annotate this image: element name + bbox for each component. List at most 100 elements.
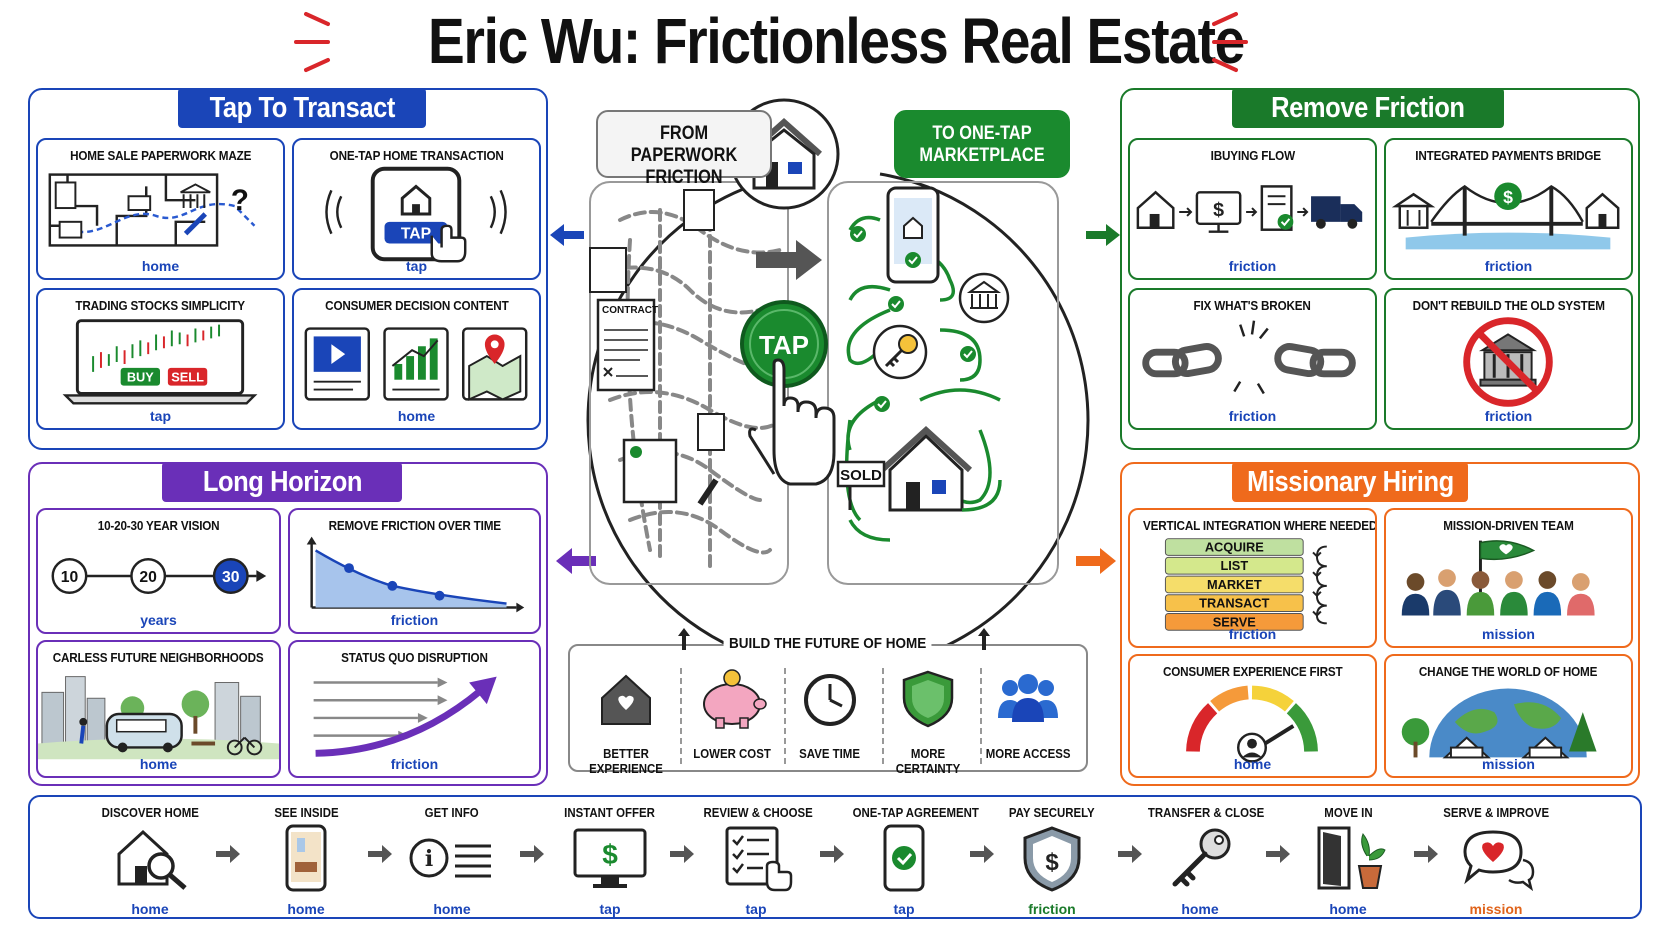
card-friction-over-time: REMOVE FRICTION OVER TIME friction	[288, 508, 541, 634]
svg-text:LIST: LIST	[1220, 558, 1248, 573]
card-status-quo: STATUS QUO DISRUPTION friction	[288, 640, 541, 778]
page-title: Eric Wu: Frictionless Real Estate	[428, 5, 1245, 77]
declining-curve-icon	[306, 536, 525, 613]
to-marketplace-label: TO ONE-TAP MARKETPLACE	[894, 110, 1070, 178]
card-change-world: CHANGE THE WORLD OF HOME mission	[1384, 654, 1633, 778]
people-icon	[998, 674, 1058, 722]
phone-check-icon	[883, 824, 925, 892]
shield-dollar-icon: $	[1023, 826, 1081, 892]
svg-text:30: 30	[222, 569, 240, 586]
payments-bridge-icon: $	[1391, 182, 1620, 250]
section-remove-friction: Remove Friction IBUYING FLOW $ friction …	[1120, 88, 1640, 450]
benefit-more-certainty: MORE CERTAINTY	[878, 668, 978, 776]
ibuying-flow-icon: $	[1136, 185, 1363, 233]
no-old-bank-icon	[1463, 317, 1553, 407]
svg-text:SELL: SELL	[171, 370, 204, 385]
paperwork-maze-icon: ?	[48, 173, 256, 247]
left-burst-icon	[294, 12, 330, 72]
journey-arrow-icon	[1414, 845, 1438, 863]
card-payments-bridge: INTEGRATED PAYMENTS BRIDGE $ friction	[1384, 138, 1633, 280]
journey-arrow-icon	[216, 845, 240, 863]
svg-text:BUY: BUY	[127, 370, 154, 385]
stock-laptop-icon: BUY SELL	[62, 319, 258, 405]
journey-strip: DISCOVER HOME home SEE INSIDE home GET I…	[28, 795, 1642, 919]
benefit-save-time: SAVE TIME	[780, 668, 880, 768]
svg-text:i: i	[425, 846, 433, 872]
arrow-to-tap-icon	[550, 224, 584, 246]
section-title: Tap To Transact	[178, 88, 426, 128]
from-paperwork-label: FROM PAPERWORK FRICTION	[596, 110, 772, 188]
benefits-panel: BUILD THE FUTURE OF HOME BETTER EXPERIEN…	[568, 628, 1088, 776]
benefit-lower-cost: LOWER COST	[682, 668, 782, 768]
card-one-tap-transaction: ONE-TAP HOME TRANSACTION TAP tap	[292, 138, 541, 280]
key-icon	[1172, 828, 1231, 887]
svg-text:SERVE: SERVE	[1213, 614, 1257, 629]
info-icon: i	[409, 838, 491, 878]
shield-check-icon	[902, 670, 954, 728]
journey-step-transfer: TRANSFER & CLOSE home	[1147, 805, 1265, 917]
up-arrow-left-icon	[678, 628, 690, 650]
card-fix-broken: FIX WHAT'S BROKEN friction	[1128, 288, 1377, 430]
section-tap-to-transact: Tap To Transact HOME SALE PAPERWORK MAZE…	[28, 88, 548, 450]
journey-arrow-icon	[820, 845, 844, 863]
journey-step-review: REVIEW & CHOOSE tap	[703, 805, 813, 917]
svg-text:$: $	[1213, 199, 1224, 221]
phone-tap-icon: TAP	[325, 166, 507, 263]
city-shuttle-icon	[38, 676, 279, 760]
section-long-horizon: Long Horizon 10-20-30 YEAR VISION 10 20 …	[28, 462, 548, 786]
svg-text:20: 20	[139, 569, 157, 586]
journey-step-see-inside: SEE INSIDE home	[246, 805, 366, 917]
svg-text:TRANSACT: TRANSACT	[1199, 596, 1269, 611]
chat-heart-icon	[1463, 830, 1535, 892]
arrow-to-hiring-icon	[1076, 548, 1116, 574]
card-year-vision: 10-20-30 YEAR VISION 10 20 30 years	[36, 508, 281, 634]
journey-arrow-icon	[970, 845, 994, 863]
card-carless-future: CARLESS FUTURE NEIGHBORHOODS home	[36, 640, 281, 778]
clock-icon	[804, 674, 856, 726]
journey-step-discover: DISCOVER HOME home	[101, 805, 199, 917]
journey-arrow-icon	[1118, 845, 1142, 863]
svg-text:ACQUIRE: ACQUIRE	[1205, 539, 1264, 554]
svg-text:MARKET: MARKET	[1207, 577, 1262, 592]
team-flag-icon	[1401, 540, 1595, 616]
card-dont-rebuild: DON'T REBUILD THE OLD SYSTEM friction	[1384, 288, 1633, 430]
benefit-more-access: MORE ACCESS	[978, 668, 1078, 768]
svg-text:TAP: TAP	[401, 226, 431, 243]
journey-step-get-info: GET INFO i home	[392, 805, 512, 917]
card-ibuying-flow: IBUYING FLOW $ friction	[1128, 138, 1377, 280]
journey-arrow-icon	[520, 845, 544, 863]
section-title: Missionary Hiring	[1232, 462, 1468, 502]
svg-text:TAP: TAP	[759, 330, 809, 360]
house-search-icon	[117, 829, 187, 890]
up-arrow-right-icon	[978, 628, 990, 650]
right-burst-icon	[1212, 12, 1248, 72]
phone-interior-icon	[285, 824, 327, 892]
arrow-to-friction-icon	[1086, 224, 1120, 246]
globe-homes-icon	[1401, 688, 1597, 759]
svg-text:?: ?	[231, 184, 249, 217]
card-paperwork-maze: HOME SALE PAPERWORK MAZE ? home	[36, 138, 285, 280]
svg-text:$: $	[1045, 849, 1059, 876]
journey-arrow-icon	[368, 845, 392, 863]
card-consumer-content: CONSUMER DECISION CONTENT home	[292, 288, 541, 430]
svg-text:$: $	[602, 839, 618, 870]
card-consumer-experience: CONSUMER EXPERIENCE FIRST home	[1128, 654, 1377, 778]
door-plant-icon	[1317, 826, 1386, 890]
disruption-arrow-icon	[313, 676, 497, 757]
svg-text:$: $	[1503, 187, 1513, 207]
arrow-to-horizon-icon	[556, 548, 596, 574]
checklist-icon	[725, 826, 793, 892]
svg-text:10: 10	[61, 569, 79, 586]
content-tiles-icon	[304, 327, 528, 401]
card-vertical-integration: VERTICAL INTEGRATION WHERE NEEDED ACQUIR…	[1128, 508, 1377, 648]
journey-step-serve: SERVE & IMPROVE mission	[1443, 805, 1550, 917]
benefits-title: BUILD THE FUTURE OF HOME	[570, 635, 1086, 652]
gauge-icon	[1186, 685, 1318, 763]
stack-layers-icon: ACQUIRE LIST MARKET TRANSACT SERVE	[1164, 538, 1327, 631]
journey-arrow-icon	[1266, 845, 1290, 863]
journey-arrow-icon	[670, 845, 694, 863]
svg-text:CONTRACT: CONTRACT	[602, 305, 658, 316]
broken-chain-icon	[1142, 320, 1356, 395]
journey-step-pay: PAY SECURELY $ friction	[992, 805, 1112, 917]
section-title: Remove Friction	[1232, 88, 1504, 128]
